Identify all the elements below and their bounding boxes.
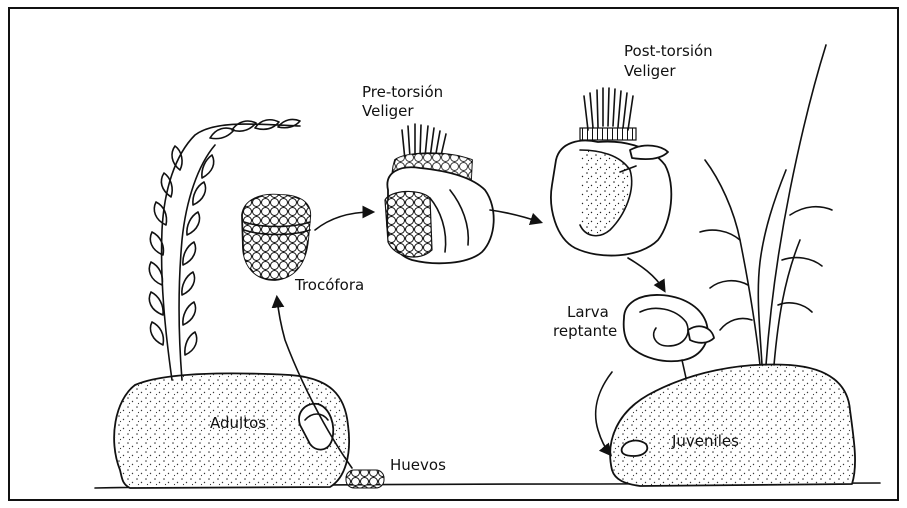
label-pre-torsion-line1: Pre-torsión [362,83,443,101]
label-post-torsion-line1: Post-torsión [624,42,713,60]
label-trochophore: Trocófora [294,276,364,294]
label-post-torsion-line2: Veliger [624,62,676,80]
pre-torsion-veliger [385,124,494,263]
egg-cluster [346,470,384,488]
arrow-larva-to-juveniles [596,372,612,454]
post-torsion-veliger [551,88,671,256]
label-adults: Adultos [210,414,266,432]
arrow-pretorsion-to-posttorsion [490,210,540,222]
trochophore-larva [242,195,310,280]
label-crawling-larva-line2: reptante [553,322,617,340]
right-rock [610,364,855,486]
crawling-larva [624,295,714,380]
label-juveniles: Juveniles [671,432,739,450]
label-crawling-larva-line1: Larva [567,303,609,321]
label-eggs: Huevos [390,456,446,474]
juvenile-abalone [622,441,648,456]
label-pre-torsion-line2: Veliger [362,102,414,120]
seaweed-right [700,45,832,365]
arrow-posttorsion-to-larva [628,258,664,290]
arrow-trochophore-to-pretorsion [315,212,372,230]
